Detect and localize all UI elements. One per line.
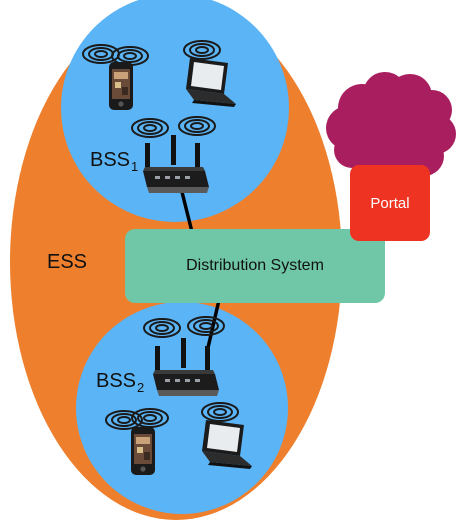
bss2-label-text: BSS — [96, 370, 137, 392]
ess-label: ESS — [47, 251, 88, 273]
smartphone-icon — [109, 62, 133, 110]
bss1-label-subscript: 1 — [131, 159, 139, 174]
distribution-system-label: Distribution System — [186, 257, 324, 274]
ap1-ds-link — [179, 187, 194, 233]
smartphone-icon — [131, 427, 155, 475]
bss2-label-subscript: 2 — [137, 380, 145, 395]
bss2-circle — [76, 302, 288, 514]
distribution-system-box: Distribution System — [125, 229, 385, 303]
bss2-label: BSS2 — [96, 371, 144, 394]
bss1-label-text: BSS — [90, 149, 131, 171]
portal-box: Portal — [350, 165, 430, 241]
portal-label: Portal — [370, 194, 410, 212]
bss1-label: BSS1 — [90, 150, 138, 173]
